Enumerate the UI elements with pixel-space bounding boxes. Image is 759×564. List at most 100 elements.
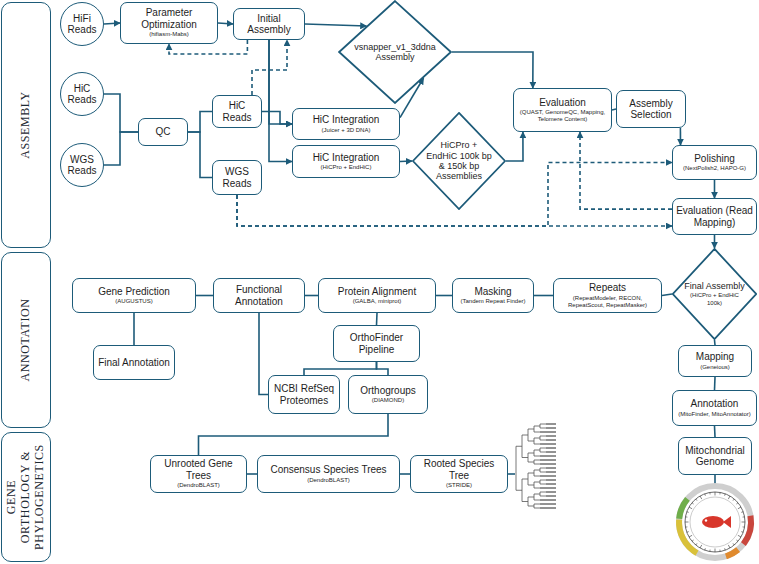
process-box: WGS Reads: [212, 160, 262, 195]
tree-branch: [534, 482, 540, 483]
connector: [104, 23, 120, 24]
tree-branch: [528, 473, 534, 474]
process-box: Orthogroups(DIAMOND): [348, 375, 428, 414]
process-box: HiC Reads: [212, 95, 262, 128]
node-label: Protein Alignment: [338, 286, 416, 298]
connector: [305, 24, 367, 26]
text-holder: HiCPro + EndHiC 100k bp & 150k bp Assemb…: [424, 126, 494, 197]
process-box: Initial Assembly: [233, 8, 305, 40]
node-label: Annotation: [691, 398, 739, 410]
text-holder: Parameter Optimization(hifiasm-Mabs): [123, 4, 215, 42]
node-label: Masking: [474, 286, 511, 298]
tree-branch: [534, 464, 556, 465]
tree-branch: [516, 446, 517, 490]
genome-tick: [715, 549, 716, 553]
connector: [714, 235, 716, 248]
node-label: Initial Assembly: [236, 13, 302, 36]
connector: [714, 377, 716, 390]
genome-tick: [738, 507, 741, 509]
text-holder: Repeats(RepeatModeler, RECON, RepeatScou…: [556, 280, 659, 311]
text-holder: Mapping(Geneious): [681, 347, 749, 375]
tool-label: (HiCPro + EndHiC): [321, 164, 372, 171]
connector: [305, 295, 318, 297]
section-band: ASSEMBLY: [1, 2, 51, 248]
tree-branch: [534, 504, 556, 505]
section-label: GENE ORTHOLOGY & PHYLOGENETICS: [5, 439, 46, 555]
node-label: Polishing: [694, 153, 735, 165]
text-holder: OrthoFinder Pipeline: [336, 327, 417, 360]
genome-tick: [686, 516, 688, 517]
text-holder: Gene Prediction(AUGUSTUS): [75, 280, 193, 311]
tree-branch: [534, 438, 540, 439]
genome-tick: [743, 516, 745, 517]
node-label: HiFi Reads: [63, 13, 101, 36]
tree-branch: [528, 462, 534, 463]
section-band: ANNOTATION: [1, 252, 51, 428]
tree-branch: [534, 426, 540, 427]
genome-tick: [719, 550, 720, 552]
text-holder: Evaluation(QUAST, GenomeQC, Mapping, Tel…: [516, 90, 609, 130]
node-label: Final Annotation: [98, 357, 170, 369]
genome-tick: [728, 496, 730, 499]
input-reads: WGS Reads: [60, 143, 104, 187]
text-holder: HiC Reads: [63, 74, 101, 114]
genome-tick: [704, 548, 706, 550]
process-box: Evaluation(QUAST, GenomeQC, Mapping, Tel…: [513, 88, 612, 132]
node-label: WGS Reads: [215, 166, 259, 189]
text-holder: ASSEMBLY: [19, 9, 33, 241]
connector: [104, 94, 138, 132]
genome-tick: [692, 503, 694, 504]
node-label: vsnapper_v1_3ddna Assembly: [353, 42, 437, 63]
genome-tick: [686, 526, 688, 527]
tree-branch: [534, 476, 556, 477]
text-holder: Assembly Selection: [619, 92, 683, 126]
node-label: Evaluation: [539, 97, 586, 109]
process-box: Assembly Selection: [616, 90, 686, 128]
tree-branch: [522, 479, 528, 480]
node-label: QC: [156, 126, 171, 138]
input-reads: HiFi Reads: [60, 2, 104, 46]
process-box: Mapping(Geneious): [678, 345, 752, 377]
tree-branch: [540, 424, 556, 425]
text-holder: NCBI RefSeq Proteomes: [271, 377, 337, 412]
node-label: Parameter Optimization: [123, 7, 215, 30]
tree-branch: [534, 488, 556, 489]
tool-label: (HiCPro + EndHiC 100k): [683, 292, 746, 306]
genome-tick: [743, 526, 745, 527]
tree-branch: [540, 440, 556, 441]
genome-tick: [696, 543, 697, 545]
connector: [218, 23, 233, 24]
tool-label: (Juicer + 3D DNA): [322, 127, 371, 134]
connector: [714, 180, 716, 198]
connector: [376, 313, 378, 325]
tool-label: (DendroBLAST): [307, 477, 350, 484]
node-label: Final Assembly: [684, 281, 745, 291]
tree-branch: [534, 450, 540, 451]
tree-branch: [534, 470, 540, 471]
genome-tick: [715, 492, 716, 496]
text-holder: Protein Alignment(GALBA, miniprot): [321, 280, 433, 311]
text-holder: Consensus Species Trees(DendroBLAST): [260, 457, 397, 491]
node-label: Assembly Selection: [619, 98, 683, 121]
genome-tick: [742, 522, 746, 523]
genome-tick: [724, 494, 726, 496]
decision-diamond: HiCPro + EndHiC 100k bp & 150k bp Assemb…: [412, 112, 506, 210]
text-holder: HiC Reads: [215, 97, 259, 126]
text-holder: ANNOTATION: [19, 259, 33, 421]
tool-label: (MitoFinder, MitoAnnotator): [678, 411, 751, 418]
tool-label: (Tandem Repeat Finder): [460, 298, 525, 305]
process-box: Evaluation (Read Mapping): [672, 198, 757, 235]
genome-tick: [700, 496, 702, 499]
process-box: Protein Alignment(GALBA, miniprot): [318, 278, 436, 313]
tree-branch: [540, 428, 556, 429]
connector: [436, 295, 452, 297]
genome-tick: [687, 511, 689, 513]
node-label: OrthoFinder Pipeline: [336, 332, 417, 355]
text-holder: Final Annotation: [96, 347, 172, 378]
process-box: NCBI RefSeq Proteomes: [268, 375, 340, 414]
node-label: WGS Reads: [63, 154, 101, 177]
connector: [662, 294, 672, 296]
genome-tick: [689, 535, 692, 537]
node-label: HiCPro + EndHiC 100k bp & 150k bp Assemb…: [424, 140, 494, 181]
text-holder: Initial Assembly: [236, 10, 302, 38]
